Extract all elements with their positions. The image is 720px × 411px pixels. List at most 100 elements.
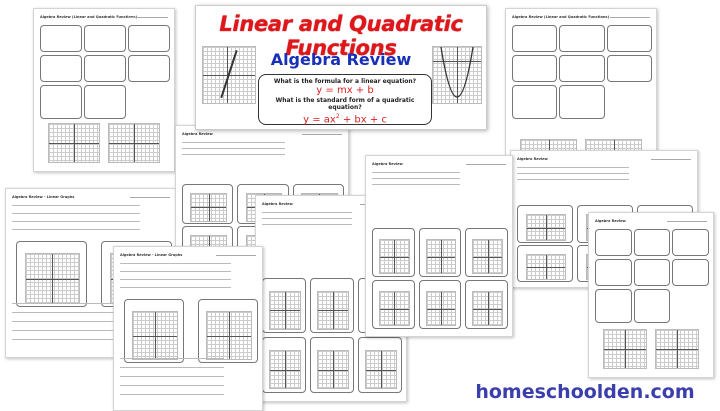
graph-box <box>262 337 306 393</box>
axis <box>270 369 300 371</box>
axis <box>527 266 565 268</box>
text-line <box>372 172 460 173</box>
coordinate-grid <box>317 290 349 331</box>
question-box <box>512 85 558 119</box>
text-line <box>262 218 352 219</box>
worksheet-heading: Algebra Review <box>182 132 213 136</box>
linear-question: What is the formula for a linear equatio… <box>273 78 417 85</box>
text-line <box>182 142 286 143</box>
text-line <box>120 279 231 280</box>
coordinate-grid <box>472 291 503 327</box>
coordinate-grid <box>425 239 457 275</box>
question-box <box>633 289 671 323</box>
graph-box <box>517 244 573 283</box>
formula-box: What is the formula for a linear equatio… <box>258 74 432 125</box>
text-line <box>517 179 629 180</box>
axis <box>604 349 646 350</box>
question-box <box>606 55 652 82</box>
text-line <box>120 384 224 386</box>
axis <box>426 256 456 258</box>
question-box <box>128 25 170 52</box>
name-line <box>610 14 650 18</box>
axis <box>206 335 252 337</box>
coordinate-grid <box>526 214 566 241</box>
website-url[interactable]: homeschoolden.com <box>475 381 695 403</box>
text-line <box>12 321 131 323</box>
text-line <box>182 154 286 155</box>
worksheet-thumbnail: Algebra Review <box>588 212 714 378</box>
coordinate-grid <box>190 193 227 222</box>
question-box <box>559 55 605 82</box>
coordinate-grid <box>365 350 397 390</box>
text-line <box>120 375 224 377</box>
question-box <box>40 25 82 52</box>
graph-box <box>310 278 354 334</box>
coordinate-grid <box>48 123 100 163</box>
question-box <box>672 259 709 286</box>
axis <box>270 310 300 312</box>
question-box <box>84 55 126 82</box>
text-line <box>12 213 140 214</box>
name-line <box>130 194 170 198</box>
question-box <box>633 259 671 286</box>
worksheet-heading: Algebra Review - Linear Graphs <box>120 253 183 257</box>
question-box <box>559 25 605 52</box>
graph-box <box>16 241 87 307</box>
text-line <box>262 224 352 225</box>
axis <box>380 256 409 258</box>
worksheet-thumbnail: Algebra Review <box>365 155 513 337</box>
question-box <box>595 289 632 323</box>
worksheet-thumbnail: Algebra Review - Linear Graphs <box>113 246 263 411</box>
axis <box>26 278 79 280</box>
worksheet-heading: Algebra Review <box>372 162 403 166</box>
text-line <box>120 271 231 272</box>
coordinate-grid <box>526 253 566 281</box>
question-box <box>595 229 632 256</box>
axis <box>380 308 409 310</box>
coordinate-grid <box>425 291 457 327</box>
linear-graph-icon <box>202 46 256 104</box>
text-line <box>262 212 352 213</box>
coordinate-grid <box>379 291 410 327</box>
question-box <box>595 259 632 286</box>
axis <box>109 143 159 144</box>
question-box <box>672 229 709 256</box>
axis <box>49 143 99 144</box>
name-line <box>216 252 256 256</box>
question-box <box>559 85 605 119</box>
coordinate-grid <box>317 350 349 390</box>
graph-box <box>198 299 258 363</box>
coordinate-grid <box>108 123 160 163</box>
name-line <box>667 218 707 222</box>
graph-box <box>372 280 415 329</box>
text-line <box>517 167 629 168</box>
subtitle: Algebra Review <box>270 50 412 69</box>
text-line <box>120 357 224 359</box>
axis <box>473 256 502 258</box>
text-line <box>12 312 131 314</box>
axis <box>426 308 456 310</box>
name-line <box>651 156 691 160</box>
coordinate-grid <box>603 329 647 369</box>
name-line <box>466 161 506 165</box>
worksheet-thumbnail: Algebra Review (Linear and Quadratic Fun… <box>33 8 175 172</box>
question-box <box>40 85 82 119</box>
text-line <box>12 221 140 222</box>
worksheet-heading: Algebra Review (Linear and Quadratic Fun… <box>40 15 138 19</box>
text-line <box>12 205 140 206</box>
graph-box <box>262 278 306 334</box>
name-line <box>302 131 342 135</box>
question-box <box>40 55 82 82</box>
text-line <box>372 184 460 185</box>
text-line <box>120 287 231 288</box>
axis <box>132 335 178 337</box>
text-line <box>12 339 131 341</box>
graph-box <box>465 228 508 277</box>
linear-answer: y = mx + b <box>316 85 374 96</box>
question-box <box>512 55 558 82</box>
coordinate-grid <box>269 350 301 390</box>
text-line <box>517 173 629 174</box>
graph-box <box>465 280 508 329</box>
parabola-graph-icon <box>432 46 482 104</box>
text-line <box>12 303 131 305</box>
